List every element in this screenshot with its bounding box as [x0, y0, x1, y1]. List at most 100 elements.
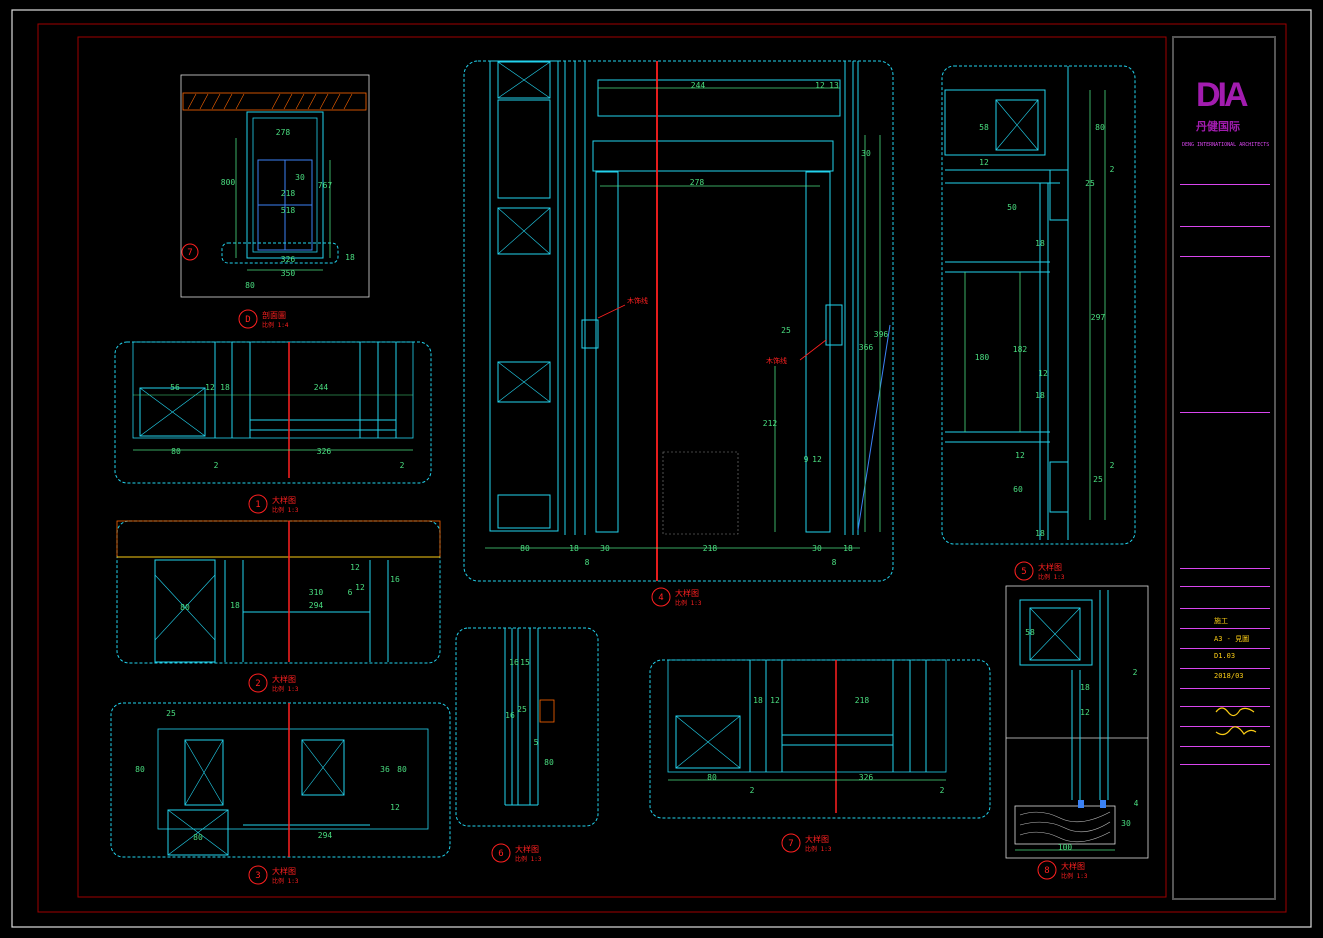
detail-7-dim-2a: 2 — [750, 786, 755, 795]
detail-2-dim-80: 80 — [180, 603, 190, 612]
detail-4: 244 12 13 278 30 25 212 366 396 80 18 30… — [463, 60, 894, 607]
detail-4-dim-396: 396 — [874, 330, 889, 339]
detail-5-dim-18: 18 — [1035, 239, 1045, 248]
detail-7: 218 80 326 2 2 18 12 7 大样图 比例 1:3 — [649, 659, 991, 853]
detail-1-dim-12: 12 — [205, 383, 215, 392]
detail-d-dim-767: 767 — [318, 181, 333, 190]
sheet-border-red — [37, 23, 1287, 913]
detail-8-dim-18: 18 — [1080, 683, 1090, 692]
detail-d-scale: 比例 1:4 — [262, 321, 289, 329]
detail-8-dim-30: 30 — [1121, 819, 1131, 828]
detail-d: 278 30 218 518 767 800 326 350 80 18 7 D… — [180, 74, 370, 329]
drawing-frame — [77, 36, 1167, 898]
detail-5-number: 5 — [1021, 567, 1026, 577]
detail-5-dim-60: 60 — [1013, 485, 1023, 494]
detail-3-number: 3 — [255, 871, 260, 881]
detail-4-note-right: 木饰线 — [766, 356, 787, 365]
detail-7-title: 大样图 — [805, 834, 829, 844]
detail-5-dim-12c: 12 — [1015, 451, 1025, 460]
detail-7-dim-18: 18 — [753, 696, 763, 705]
detail-5-dim-18c: 18 — [1035, 529, 1045, 538]
detail-2-dim-18: 18 — [230, 601, 240, 610]
detail-2-dim-310: 310 — [309, 588, 324, 597]
detail-6-title: 大样图 — [515, 844, 539, 854]
detail-4-dim-80: 80 — [520, 544, 530, 553]
detail-8-dim-58: 58 — [1025, 628, 1035, 637]
detail-6-dim-25: 25 — [517, 705, 527, 714]
detail-1-number: 1 — [255, 500, 260, 510]
firm-logo: DIA — [1196, 76, 1249, 114]
detail-1-dim-326: 326 — [317, 447, 332, 456]
detail-d-dim-218: 218 — [281, 189, 296, 198]
detail-3-dim-80b: 80 — [193, 833, 203, 842]
detail-6-dim-5: 5 — [534, 738, 539, 747]
detail-3-dim-25: 25 — [166, 709, 176, 718]
detail-8: 58 2 100 4 30 18 12 8 大样图 比例 1:3 — [1005, 585, 1149, 880]
detail-7-dim-80: 80 — [707, 773, 717, 782]
detail-3-dim-294: 294 — [318, 831, 333, 840]
detail-5-scale: 比例 1:3 — [1038, 573, 1065, 581]
detail-3-title: 大样图 — [272, 866, 296, 876]
detail-1-dim-2b: 2 — [400, 461, 405, 470]
detail-4-dim-212: 212 — [763, 419, 778, 428]
detail-4-dim-30b: 30 — [812, 544, 822, 553]
detail-6-number: 6 — [498, 849, 503, 859]
section-marker-7 — [181, 243, 199, 261]
detail-3-dim-36: 36 — [380, 765, 390, 774]
detail-2-number: 2 — [255, 679, 260, 689]
detail-8-dim-2: 2 — [1133, 668, 1138, 677]
detail-1-dim-80: 80 — [171, 447, 181, 456]
detail-d-dim-350: 350 — [281, 269, 296, 278]
detail-d-dim-278: 278 — [276, 128, 291, 137]
detail-5-dim-12b: 12 — [1038, 369, 1048, 378]
detail-4-dim-366: 366 — [859, 343, 874, 352]
detail-4-dim-30a: 30 — [600, 544, 610, 553]
detail-5-dim-50: 50 — [1007, 203, 1017, 212]
firm-logo-subtitle: 丹健国际 — [1196, 120, 1240, 133]
detail-5-dim-58: 58 — [979, 123, 989, 132]
detail-1-dim-2a: 2 — [214, 461, 219, 470]
detail-4-dim-218: 218 — [703, 544, 718, 553]
detail-2: 80 310 294 18 6 12 16 12 2 大样图 比例 1:3 — [116, 520, 441, 693]
detail-5-dim-12: 12 — [979, 158, 989, 167]
detail-d-dim-800: 800 — [221, 178, 236, 187]
detail-8-scale: 比例 1:3 — [1061, 872, 1088, 880]
signature-2 — [1215, 726, 1257, 736]
detail-1: 56 12 18 244 80 326 2 2 1 大样图 比例 1:3 — [114, 341, 432, 514]
detail-4-dim-12b: 12 — [812, 455, 822, 464]
date-value: 2018/03 — [1214, 672, 1244, 680]
detail-6-dim-16b: 16 — [505, 711, 515, 720]
detail-5-title: 大样图 — [1038, 562, 1062, 572]
detail-5-dim-297: 297 — [1091, 313, 1106, 322]
detail-2-dim-12: 12 — [355, 583, 365, 592]
title-block: DIA 丹健国际 DENG INTERNATIONAL ARCHITECTS 施… — [1172, 36, 1276, 900]
sheet-number: D1.03 — [1214, 652, 1236, 660]
detail-1-dim-244: 244 — [314, 383, 329, 392]
detail-d-dim-80: 80 — [245, 281, 255, 290]
detail-5-dim-182: 182 — [1013, 345, 1028, 354]
detail-3-dim-80a: 80 — [135, 765, 145, 774]
detail-5-dim-80: 80 — [1095, 123, 1105, 132]
detail-5-dim-25b: 25 — [1093, 475, 1103, 484]
detail-d-dim-30: 30 — [295, 173, 305, 182]
detail-1-dim-56: 56 — [170, 383, 180, 392]
detail-1-dim-18: 18 — [220, 383, 230, 392]
detail-7-dim-12: 12 — [770, 696, 780, 705]
detail-8-title: 大样图 — [1061, 861, 1085, 871]
detail-7-scale: 比例 1:3 — [805, 845, 832, 853]
detail-7-dim-218: 218 — [855, 696, 870, 705]
detail-5-dim-25: 25 — [1085, 179, 1095, 188]
detail-4-dim-244: 244 — [691, 81, 706, 90]
detail-4-number: 4 — [658, 593, 663, 603]
detail-2-dim-294: 294 — [309, 601, 324, 610]
detail-4-title: 大样图 — [675, 588, 699, 598]
detail-3-dim-80c: 80 — [397, 765, 407, 774]
section-marker-7-label: 7 — [187, 248, 192, 258]
detail-2-scale: 比例 1:3 — [272, 685, 299, 693]
detail-6-dim-16a: 16 — [509, 658, 519, 667]
detail-8-dim-4: 4 — [1134, 799, 1139, 808]
detail-5-dim-18b: 18 — [1035, 391, 1045, 400]
detail-5: 80 58 12 25 2 50 18 297 180 182 12 18 18… — [941, 65, 1136, 581]
detail-d-dim-18: 18 — [345, 253, 355, 262]
